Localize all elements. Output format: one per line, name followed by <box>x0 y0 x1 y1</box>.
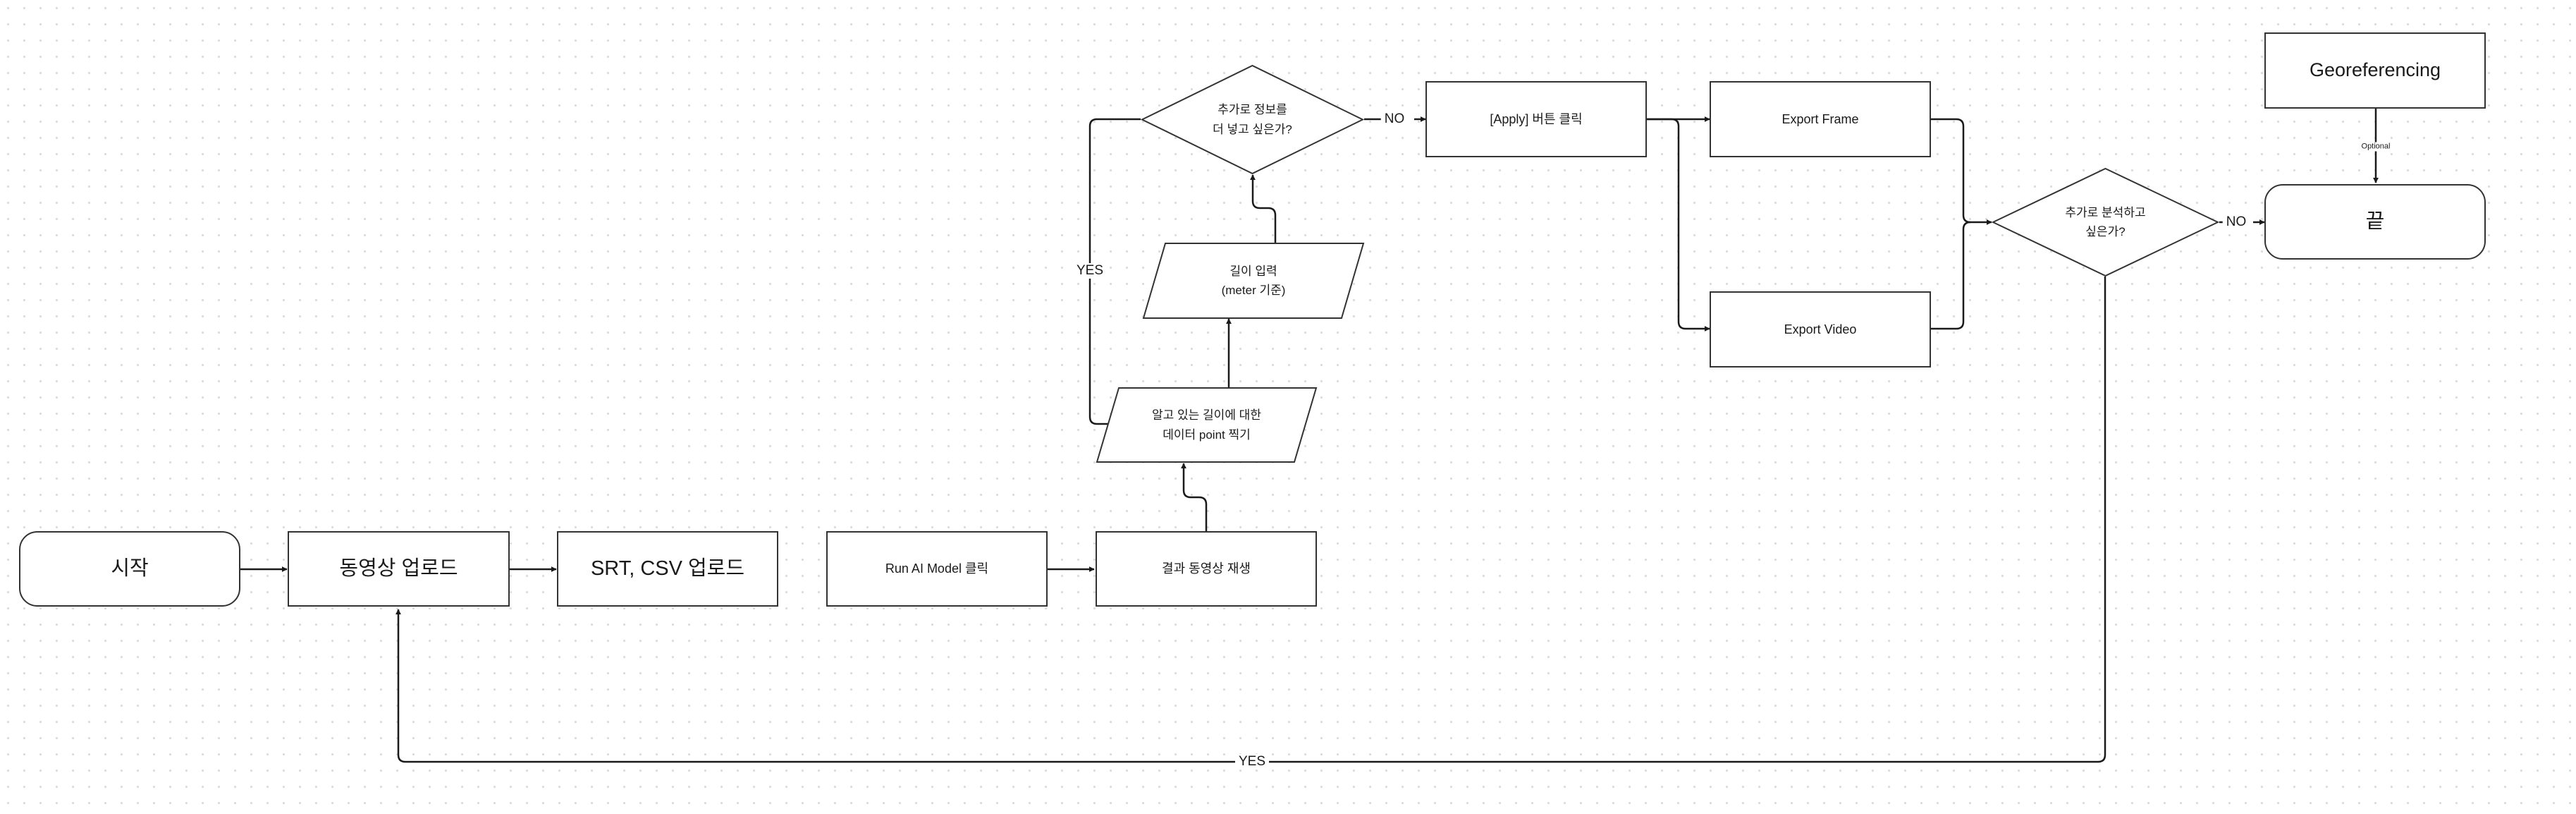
export-video-node[interactable]: Export Video <box>1710 291 1931 367</box>
georeferencing-node[interactable]: Georeferencing <box>2264 32 2486 109</box>
export-frame-label: Export Frame <box>1781 111 1859 126</box>
edge-apply-to-export-video <box>1647 118 1710 332</box>
edge-label-yes-loop: YES <box>1072 263 1108 279</box>
edge-result-to-data-point <box>1181 463 1208 531</box>
data-point-line-1: 알고 있는 길이에 대한 <box>1152 408 1261 423</box>
edge-export-frame-to-analysis <box>1931 118 1992 225</box>
edge-label-no-end: NO <box>2222 214 2250 230</box>
more-analysis-line-1: 추가로 분석하고 <box>2065 205 2146 219</box>
more-analysis-line-2: 싶은가? <box>2085 225 2126 238</box>
edge-label-yes-bottom: YES <box>1234 754 1270 770</box>
data-point-line-2: 데이터 point 찍기 <box>1163 427 1251 442</box>
more-analysis-label: 추가로 분석하고 싶은가? <box>2065 203 2145 241</box>
more-info-line-2: 더 넣고 싶은가? <box>1213 122 1292 136</box>
start-node[interactable]: 시작 <box>19 531 240 607</box>
edge-export-video-to-analysis <box>1931 221 1971 330</box>
apply-label: [Apply] 버튼 클릭 <box>1490 111 1583 126</box>
edge-label-optional: Optional <box>2359 142 2393 152</box>
length-input-label: 길이 입력 (meter 기준) <box>1222 262 1286 300</box>
more-info-label: 추가로 정보를 더 넣고 싶은가? <box>1213 100 1292 138</box>
run-ai-model-node[interactable]: Run AI Model 클릭 <box>826 531 1048 607</box>
srt-csv-upload-label: SRT, CSV 업로드 <box>590 557 745 581</box>
export-frame-node[interactable]: Export Frame <box>1710 81 1931 157</box>
result-video-play-node[interactable]: 결과 동영상 재생 <box>1096 531 1317 607</box>
diamond-shape <box>1992 167 2219 277</box>
data-point-node[interactable]: 알고 있는 길이에 대한 데이터 point 찍기 <box>1096 387 1318 463</box>
parallelogram-shape <box>1142 243 1365 319</box>
georeferencing-label: Georeferencing <box>2309 59 2441 81</box>
end-label: 끝 <box>2365 210 2385 233</box>
start-label: 시작 <box>111 557 149 581</box>
edge-label-no-apply: NO <box>1380 111 1409 127</box>
end-node[interactable]: 끝 <box>2264 184 2486 260</box>
more-info-decision-node[interactable]: 추가로 정보를 더 넣고 싶은가? <box>1141 64 1364 175</box>
parallelogram-shape <box>1096 387 1318 463</box>
video-upload-node[interactable]: 동영상 업로드 <box>288 531 510 607</box>
data-point-label: 알고 있는 길이에 대한 데이터 point 찍기 <box>1152 406 1261 444</box>
export-video-label: Export Video <box>1784 322 1857 336</box>
apply-button-click-node[interactable]: [Apply] 버튼 클릭 <box>1425 81 1647 157</box>
video-upload-label: 동영상 업로드 <box>339 557 458 581</box>
run-ai-model-label: Run AI Model 클릭 <box>885 561 989 576</box>
srt-csv-upload-node[interactable]: SRT, CSV 업로드 <box>557 531 778 607</box>
length-input-node[interactable]: 길이 입력 (meter 기준) <box>1142 242 1365 320</box>
more-analysis-decision-node[interactable]: 추가로 분석하고 싶은가? <box>1992 167 2219 277</box>
length-input-line-1: 길이 입력 <box>1229 264 1277 278</box>
edge-length-to-more-info <box>1250 174 1277 243</box>
more-info-line-1: 추가로 정보를 <box>1218 103 1287 117</box>
diamond-shape <box>1141 64 1364 175</box>
length-input-line-2: (meter 기준) <box>1221 284 1286 297</box>
result-video-play-label: 결과 동영상 재생 <box>1162 561 1251 576</box>
